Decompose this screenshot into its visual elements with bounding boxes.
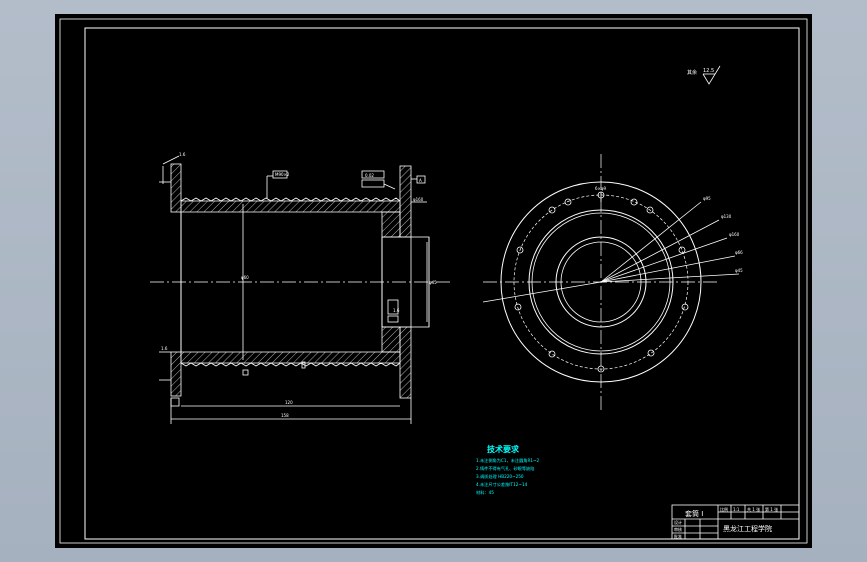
tech-req-line-5: 材料：45 bbox=[476, 489, 494, 496]
roughness-value: 12.5 bbox=[703, 68, 714, 74]
dim-small-bore: φ45 bbox=[429, 280, 437, 285]
thread-label: M90×2 bbox=[275, 172, 290, 177]
title-col-2: 1:1 bbox=[733, 507, 740, 512]
tech-req-line-4: 4.未注尺寸公差按IT12~14 bbox=[476, 481, 528, 488]
title-checker: 审核 bbox=[674, 526, 682, 532]
tech-req-line-1: 1.未注倒角为C1，未注圆角R1~2 bbox=[476, 457, 540, 464]
title-col-1: 比例 bbox=[720, 506, 728, 512]
bore-tol: 1.6 bbox=[393, 308, 400, 313]
gtol-value: 0.02 bbox=[365, 173, 374, 178]
cad-viewport[interactable]: 其余 12.5 1.6 bbox=[55, 14, 812, 548]
circle-label-2: φ130 bbox=[721, 214, 732, 219]
dim-length-inner: 120 bbox=[285, 400, 293, 405]
technical-requirements: 技术要求 1.未注倒角为C1，未注圆角R1~2 2.铸件不得有气孔、砂眼等缺陷 … bbox=[476, 444, 540, 496]
roughness-label: 其余 bbox=[687, 69, 697, 76]
title-block: 套筒 I 比例 1:1 共 1 张 第 1 张 设计 审核 批准 黑龙江工程学院 bbox=[671, 504, 800, 540]
section-view: 1.6 φ60 φ45 158 120 M90×2 0.02 A 1.6 bbox=[150, 152, 450, 424]
tol-left: 1.6 bbox=[179, 152, 186, 157]
cad-drawing: 其余 12.5 1.6 bbox=[59, 18, 808, 544]
title-col-4: 第 1 张 bbox=[765, 506, 778, 512]
dim-length-total: 158 bbox=[281, 413, 289, 418]
tech-req-line-3: 3.调质处理 HB220~250 bbox=[476, 473, 524, 480]
circle-label-0: 6×φ9 bbox=[595, 186, 607, 191]
bolt-holes bbox=[514, 191, 689, 373]
tech-req-line-2: 2.铸件不得有气孔、砂眼等缺陷 bbox=[476, 465, 534, 472]
dim-bore: φ60 bbox=[241, 275, 249, 280]
circle-label-5: φ45 bbox=[735, 268, 743, 273]
circle-label-3: φ160 bbox=[729, 232, 740, 237]
tech-req-title: 技术要求 bbox=[487, 444, 520, 454]
end-view: 6×φ9 φ95 φ130 φ160 φ66 φ45 bbox=[482, 154, 743, 410]
roughness-symbol: 其余 12.5 bbox=[687, 65, 721, 85]
outer-frame bbox=[59, 18, 808, 544]
title-approve: 批准 bbox=[674, 533, 682, 539]
datum-a: A bbox=[419, 178, 422, 183]
title-org: 黑龙江工程学院 bbox=[723, 524, 772, 533]
circle-label-1: φ95 bbox=[703, 196, 711, 201]
flange-label: φ160 bbox=[413, 197, 424, 202]
title-part-name: 套筒 I bbox=[685, 509, 703, 518]
title-col-3: 共 1 张 bbox=[747, 506, 760, 512]
tol-left-bottom: 1.6 bbox=[161, 346, 168, 351]
title-designer: 设计 bbox=[674, 519, 682, 525]
inner-frame bbox=[84, 27, 800, 540]
circle-label-4: φ66 bbox=[735, 250, 743, 255]
